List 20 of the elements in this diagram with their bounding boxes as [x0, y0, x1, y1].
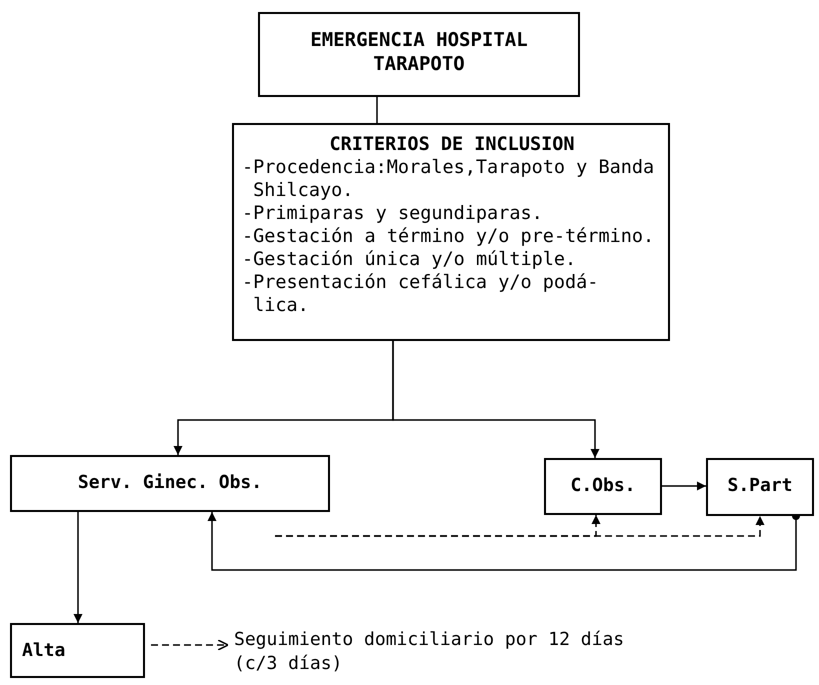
process-box: Alta [10, 623, 145, 678]
process-box: C.Obs. [544, 458, 662, 515]
process-box: S.Part [706, 458, 814, 516]
connector-line [376, 97, 378, 123]
arrow [662, 482, 706, 490]
criteria-box [232, 123, 670, 341]
note-text: Seguimiento domiciliario por 12 días (c/3 días) [234, 628, 626, 676]
criteria-item: -Gestación única y/o múltiple. [242, 248, 578, 271]
arrow [74, 512, 82, 623]
dashed-arrow [275, 516, 764, 537]
arrow [208, 512, 800, 571]
criteria-item: -Presentación cefálica y/o podá- lica. [242, 271, 600, 317]
criteria-item: -Gestación a término y/o pre-término. [242, 225, 656, 248]
process-box: Serv. Ginec. Obs. [10, 455, 330, 512]
box-heading: CRITERIOS DE INCLUSION [328, 133, 576, 156]
criteria-item: -Procedencia:Morales,Tarapoto y Banda Shilcayo. [242, 156, 656, 202]
criteria-item: -Primiparas y segundiparas. [242, 202, 544, 225]
dashed-arrow [151, 639, 229, 651]
arrow [392, 341, 600, 458]
title-box: EMERGENCIA HOSPITAL TARAPOTO [258, 12, 580, 97]
